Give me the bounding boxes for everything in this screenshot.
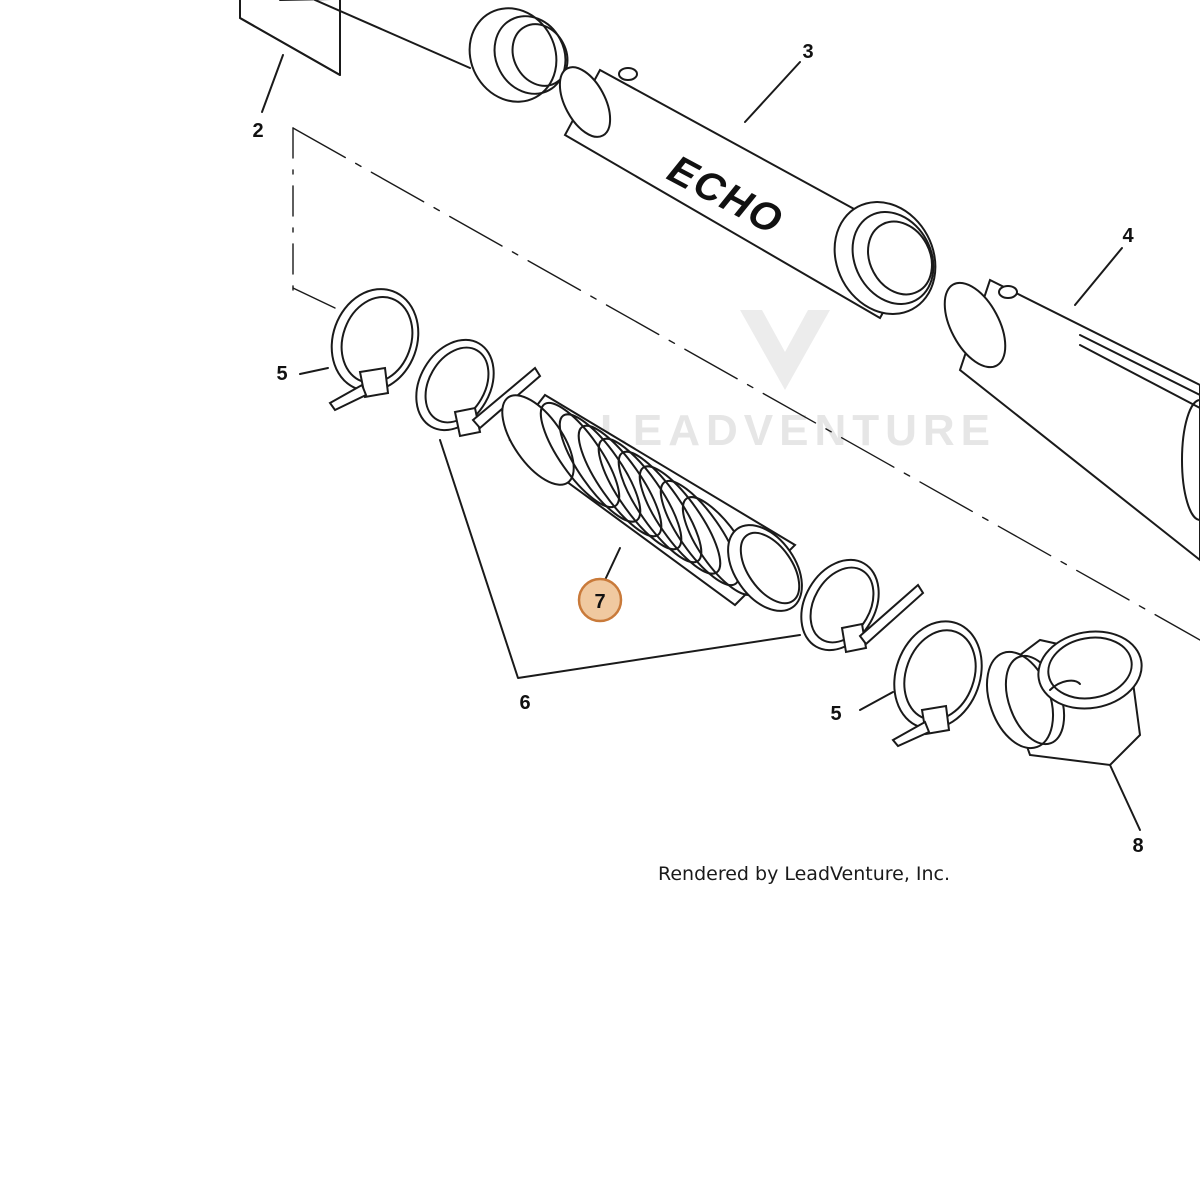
callout-5-left: 5 (276, 363, 287, 385)
part-5-hose-clamp-right (859, 620, 983, 748)
part-6-cable-tie-right (800, 558, 925, 654)
part-8-elbow (986, 630, 1143, 831)
bellows-ribs (539, 401, 759, 596)
callout-7: 7 (594, 591, 605, 613)
callout-4: 4 (1122, 225, 1134, 247)
callout-3: 3 (802, 41, 813, 63)
part-2-label-sticker (239, 0, 341, 113)
part-5-hose-clamp-left (299, 288, 420, 412)
watermark-text: LEADVENTURE (600, 406, 996, 455)
part-6-bracket (439, 439, 801, 679)
part-4-tube-right (943, 247, 1200, 562)
callout-5-right: 5 (830, 703, 841, 725)
part-7-bellows-hose (501, 393, 803, 612)
assembly-dashed-line (292, 127, 1200, 641)
callout-6: 6 (519, 692, 530, 714)
part-3-tube-upper: ECHO (279, 0, 937, 320)
callout-8: 8 (1132, 835, 1143, 857)
callout-7-highlight[interactable]: 7 (577, 577, 623, 623)
render-credit: Rendered by LeadVenture, Inc. (658, 863, 950, 885)
callout-2: 2 (252, 120, 263, 142)
